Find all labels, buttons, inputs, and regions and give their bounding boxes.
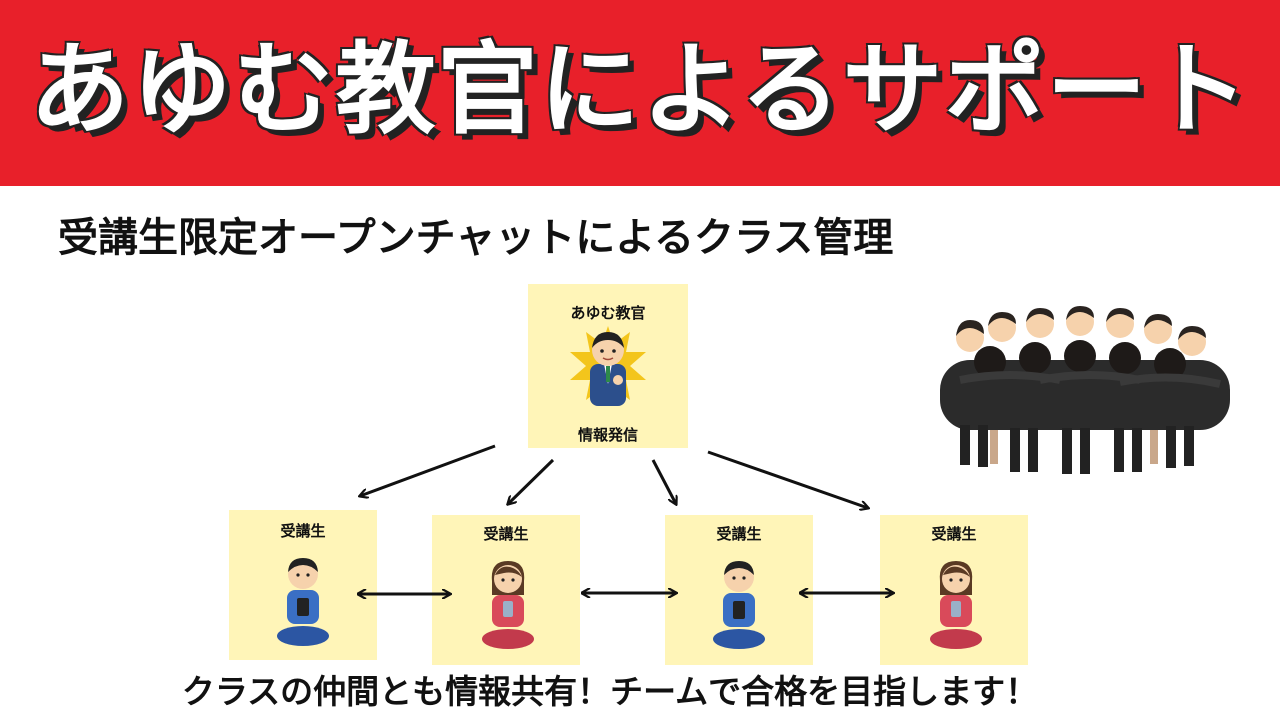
student-box: 受講生 bbox=[229, 510, 377, 660]
arrow-to-student-1 bbox=[360, 444, 496, 496]
banner-title: あゆむ教官によるサポート bbox=[29, 31, 1251, 148]
footer-message: クラスの仲間とも情報共有！チームで合格を目指します！ bbox=[181, 672, 1039, 711]
title-banner: あゆむ教官によるサポート bbox=[0, 0, 1280, 186]
male-student-icon bbox=[713, 561, 765, 649]
male-student-icon bbox=[277, 558, 329, 646]
arrow-to-student-4 bbox=[707, 450, 868, 508]
instructor-name: あゆむ教官 bbox=[570, 304, 646, 322]
female-student-icon bbox=[930, 561, 982, 649]
female-student-icon bbox=[482, 561, 534, 649]
instructor-box: あゆむ教官 情報発信 bbox=[528, 284, 688, 448]
student-box: 受講生 bbox=[880, 515, 1028, 665]
student-box: 受講生 bbox=[665, 515, 813, 665]
instructor-caption: 情報発信 bbox=[577, 426, 638, 444]
student-label: 受講生 bbox=[931, 525, 977, 543]
arrow-to-student-3 bbox=[651, 459, 676, 504]
arrow-to-student-2 bbox=[508, 458, 555, 504]
subtitle: 受講生限定オープンチャットによるクラス管理 bbox=[58, 215, 894, 261]
team-huddle-icon bbox=[940, 306, 1230, 474]
instructor-illustration bbox=[570, 326, 646, 406]
student-label: 受講生 bbox=[280, 522, 326, 540]
student-label: 受講生 bbox=[716, 525, 762, 543]
student-label: 受講生 bbox=[483, 525, 529, 543]
student-box: 受講生 bbox=[432, 515, 580, 665]
